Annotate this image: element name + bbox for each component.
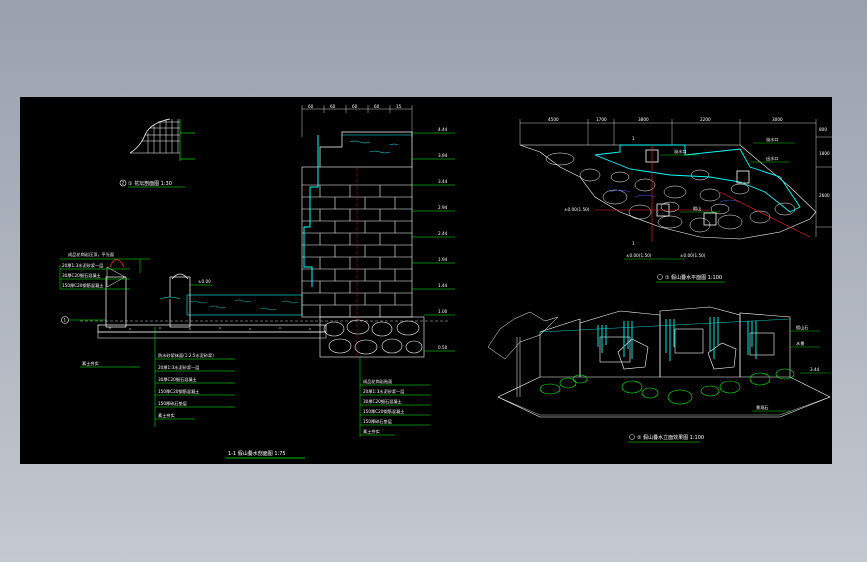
plan-elev-label-3: ±0.00(1.50) xyxy=(680,253,706,258)
center-stack-5: 150厚碎石垫层 xyxy=(158,400,187,407)
plan-label-4: 假山 xyxy=(693,205,701,212)
rubble-foundation xyxy=(319,316,425,358)
elev-label-water: 水景 xyxy=(796,340,804,347)
detail-label: ① 花坛剖面图 1:30 xyxy=(128,180,172,187)
plan-dim-1: 4500 xyxy=(548,117,559,122)
plan-side-dim-2: 1800 xyxy=(819,151,830,156)
slope-detail: 2 ① 花坛剖面图 1:30 xyxy=(119,118,195,188)
outlet-square-4 xyxy=(703,212,717,226)
plan-label-2: 出水口 xyxy=(766,155,779,162)
top-dim-3: 60 xyxy=(352,104,358,109)
plan-dim-3: 3800 xyxy=(638,117,649,122)
elev-9: 0.50 xyxy=(438,345,448,350)
left-stack-title: 成品花岗岩压顶，平光面 xyxy=(68,251,114,258)
drawing-canvas[interactable]: 2 ① 花坛剖面图 1:30 xyxy=(20,97,832,464)
elev-8: 1.00 xyxy=(438,309,448,314)
plan-view: 4500 1700 3800 2200 3000 800 1800 2600 xyxy=(519,117,832,283)
plan-section-mark-1: 1 xyxy=(632,136,635,141)
elevation-title: ② 假山叠水立面效果图 1:100 xyxy=(637,434,704,441)
elev-6: 1.94 xyxy=(438,257,448,262)
left-bottom: 素土夯实 xyxy=(82,360,99,367)
elev-label-rock: 假山石 xyxy=(796,324,809,331)
elev-4: 2.94 xyxy=(438,205,448,210)
section-marker-number: 1 xyxy=(64,318,67,323)
elev-1: 4.44 xyxy=(438,127,448,132)
top-dim-4: 60 xyxy=(374,104,380,109)
top-dim-1: 60 xyxy=(308,104,314,109)
elev-5: 2.44 xyxy=(438,231,448,236)
plan-section-mark-2: 1 xyxy=(632,241,635,246)
right-stack-6: 素土夯实 xyxy=(363,428,380,435)
right-stack-4: 150厚C20钢筋混凝土 xyxy=(363,408,404,415)
top-dim-5: 15 xyxy=(396,104,402,109)
plan-dim-5: 3000 xyxy=(772,117,783,122)
plan-dim-4: 2200 xyxy=(700,117,711,122)
plan-title: ① 假山叠水平面图 1:100 xyxy=(665,274,722,281)
plan-side-dim-3: 2600 xyxy=(819,193,830,198)
elev-3: 3.44 xyxy=(438,179,448,184)
elevation-view: 假山石 3.44 景观石 水景 ② 假山叠水立面效果图 1:100 xyxy=(487,306,831,443)
center-stack-4: 150厚C20钢筋混凝土 xyxy=(158,388,199,395)
left-stack-3: 150厚C20钢筋混凝土 xyxy=(62,282,103,289)
center-stack-2: 20厚1:3水泥砂浆一层 xyxy=(158,364,199,371)
center-stack-3: 30厚C20细石混凝土 xyxy=(158,376,197,383)
elev-small: ±0.00 xyxy=(198,279,211,284)
center-stack-1: 防水砂浆抹面(1:2.5水泥砂浆) xyxy=(158,352,214,359)
elev-7: 1.44 xyxy=(438,283,448,288)
left-stack-1: 20厚1:3水泥砂浆一层 xyxy=(62,262,103,269)
elev-2: 3.94 xyxy=(438,153,448,158)
plan-dim-2: 1700 xyxy=(596,117,607,122)
plan-elev-label-1: ±0.00(1.50) xyxy=(564,207,590,212)
left-stack-2: 30厚C20细石混凝土 xyxy=(62,272,101,279)
plan-elev-label-2: ±0.00(1.50) xyxy=(626,253,652,258)
top-dim-2: 60 xyxy=(330,104,336,109)
elev-label-stone: 景观石 xyxy=(756,405,769,411)
plan-label-1: 溢水口 xyxy=(674,148,687,155)
plan-side-dim-1: 800 xyxy=(819,127,827,132)
plan-label-3: 溢水口 xyxy=(766,136,779,143)
detail-marker-circle xyxy=(119,179,127,187)
section-title: 1-1 假山叠水剖面图 1:75 xyxy=(228,450,286,457)
outlet-square-2 xyxy=(736,170,750,184)
elev-label-height: 3.44 xyxy=(810,367,820,372)
main-section-drawing: 60 60 60 60 15 4.44 3.94 3.44 2.94 2.44 xyxy=(59,104,455,459)
detail-marker-number: 2 xyxy=(122,181,125,186)
center-stack-6: 素土夯实 xyxy=(158,412,175,419)
cad-drawing: 2 ① 花坛剖面图 1:30 xyxy=(59,104,832,459)
right-stack-2: 20厚1:3水泥砂浆一层 xyxy=(363,388,404,395)
right-stack-3: 30厚C20细石混凝土 xyxy=(363,398,402,405)
right-stack-5: 150厚碎石垫层 xyxy=(363,418,392,425)
right-stack-1: 成品花岗岩贴面 xyxy=(363,378,392,385)
